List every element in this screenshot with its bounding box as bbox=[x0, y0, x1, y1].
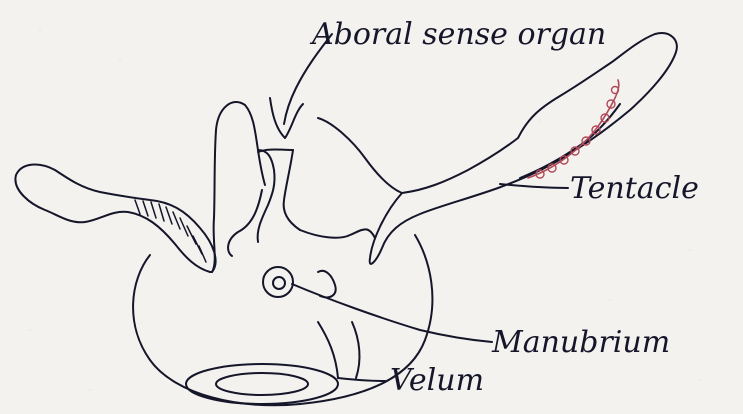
inner-line-left bbox=[318, 322, 338, 378]
right-lobe-lower bbox=[300, 229, 375, 238]
label-velum: Velum bbox=[390, 363, 484, 398]
inner-line-right bbox=[352, 322, 359, 378]
left-tentacle bbox=[15, 165, 215, 272]
manubrium-inner bbox=[273, 277, 285, 289]
left-tentacle-hatching bbox=[135, 200, 206, 262]
manubrium-outer bbox=[263, 267, 293, 297]
label-aboral-sense-organ: Aboral sense organ bbox=[309, 17, 606, 52]
right-tentacle-outer bbox=[370, 33, 677, 264]
velum-outer bbox=[186, 364, 338, 404]
leader-manubrium bbox=[292, 284, 492, 342]
top-notch bbox=[270, 98, 303, 138]
velum-inner bbox=[216, 373, 308, 395]
label-manubrium: Manubrium bbox=[491, 325, 670, 360]
left-lobe bbox=[212, 102, 265, 272]
leader-velum bbox=[338, 378, 385, 381]
manubrium-side bbox=[318, 271, 336, 298]
label-tentacle: Tentacle bbox=[570, 171, 699, 206]
central-column-right bbox=[284, 150, 300, 230]
leader-tentacle bbox=[500, 184, 568, 188]
right-lobe bbox=[318, 118, 402, 193]
left-lobe-inner bbox=[228, 190, 262, 256]
